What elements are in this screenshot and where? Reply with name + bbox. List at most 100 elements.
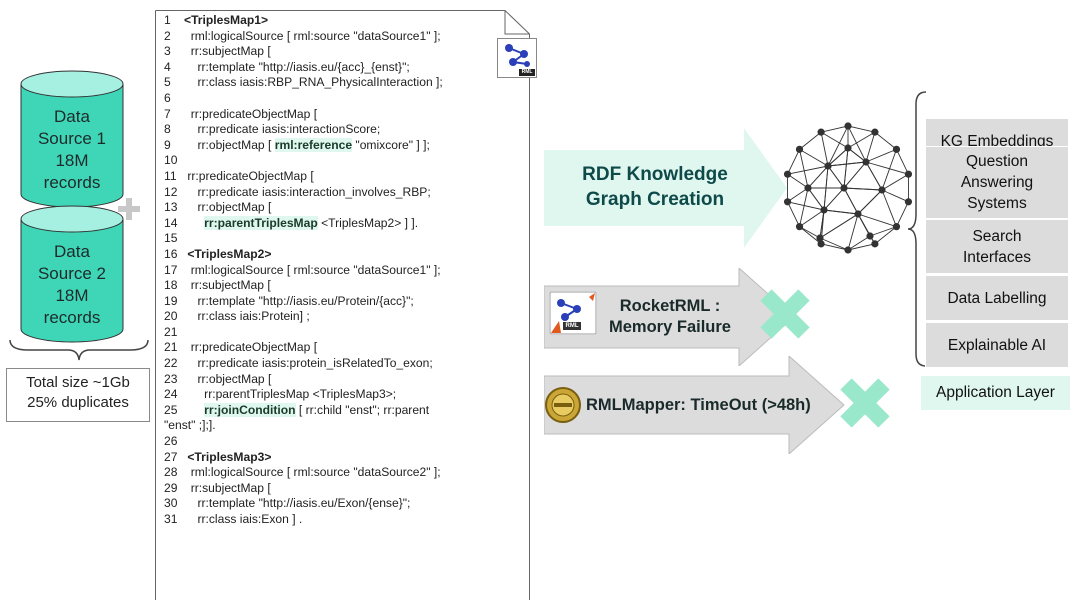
code-line-number: 3 [164,44,171,59]
code-line: 13 rr:objectMap [ [164,200,509,216]
code-text: rml:logicalSource [ rml:source "dataSour… [184,465,441,480]
knowledge-graph-icon [783,122,913,254]
code-text: rr:subjectMap [ [184,44,271,59]
graph-edge [869,226,897,237]
graph-node [892,223,901,231]
code-line-number: 15 [164,231,178,246]
code-line-number: 13 [164,200,178,215]
code-line: 30 rr:template "http://iasis.eu/Exon/{en… [164,496,509,512]
graph-node [871,240,879,248]
rocketrml-arrow [544,268,795,366]
code-text: rr:predicateObjectMap [ [184,168,314,183]
graph-edge [819,237,849,251]
graph-edge [819,209,825,239]
data-source-1-cylinder: Data Source 1 18M records [20,70,124,210]
code-line: 15 [164,231,509,247]
code-line-number: 16 [164,246,178,261]
code-line-number: 17 [164,262,178,277]
graph-edge [807,165,829,189]
code-text: rr:predicateObjectMap [ [184,340,318,355]
code-line: "enst" ;];]. [164,418,509,434]
graph-edge [787,201,825,211]
code-line: 19 rr:template "http://iasis.eu/Protein/… [164,294,509,310]
code-text: rr:objectMap [ [184,371,272,386]
code-text [184,403,204,417]
application-label: Data Labelling [947,289,1047,307]
graph-edge [787,149,800,175]
code-line-number: 25 [164,402,178,417]
application-label: Interfaces [962,248,1032,266]
code-line: 10 [164,153,509,169]
code-line-number: 9 [164,137,171,152]
code-line-number: 28 [164,465,178,480]
code-line: 3 rr:subjectMap [ [164,44,509,60]
mapping-document [155,10,530,600]
code-text: rr:predicate iasis:interactionScore; [184,122,381,137]
code-line-number: 2 [164,28,171,43]
graph-edge [847,235,871,251]
applications-brace [907,91,927,367]
code-keyword-highlight: rr:parentTriplesMap [204,215,318,230]
graph-node [783,198,792,206]
code-keyword-highlight: rml:reference [274,137,353,152]
code-line: 9 rr:objectMap [ rml:reference "omixcore… [164,137,509,154]
graph-edge [847,147,867,163]
graph-edge [881,189,897,227]
code-line-number: 21 [164,324,178,339]
source2-line3: 18M [55,286,89,305]
source1-line4: records [43,173,101,192]
code-line: 16 <TriplesMap2> [164,247,509,263]
graph-node [862,158,870,166]
rocketrml-failure-cross-icon [760,289,810,339]
graph-edge [857,213,897,228]
sources-brace [9,339,149,361]
graph-node [844,122,852,130]
graph-node [904,170,913,178]
source1-line1: Data [54,107,90,126]
rdf-label-line1: RDF Knowledge [582,164,728,185]
code-text: rr:subjectMap [ [184,480,271,495]
graph-node [878,186,886,194]
code-keyword-highlight: rr:joinCondition [204,402,296,417]
code-text: rr:predicate iasis:interaction_involves_… [184,184,431,199]
code-line-number: 21 [164,340,178,355]
code-line: 26 [164,434,509,450]
application-label: Search [972,227,1022,245]
code-text: <TriplesMap1> [184,13,269,27]
code-line-number: 4 [164,59,171,74]
graph-edge [827,161,867,167]
graph-edge [799,131,822,150]
source2-line2: Source 2 [37,264,107,283]
summary-size: Total size ~1Gb [26,374,130,391]
graph-edge [857,189,883,215]
graph-node [892,145,901,153]
graph-node [844,246,852,254]
graph-edge [787,201,800,227]
graph-edge [823,209,859,215]
code-line: 24 rr:parentTriplesMap <TriplesMap3>; [164,387,509,403]
code-text: rr:class iasis:RBP_RNA_PhysicalInteracti… [184,75,443,90]
graph-node [871,128,879,136]
graph-edge [820,131,849,149]
graph-edge [823,187,845,211]
source1-line3: 18M [55,151,89,170]
application-layer-label: Application Layer [921,376,1070,410]
code-line: 28 rml:logicalSource [ rml:source "dataS… [164,465,509,481]
source2-line4: records [43,308,101,327]
graph-edge [874,226,897,245]
application-label: Systems [967,195,1027,212]
rocketrml-label: RocketRML : Memory Failure [600,296,740,338]
graph-node [804,184,812,192]
graph-edge [787,173,809,189]
rml-logo-label: RML [521,69,533,75]
graph-edge [881,189,909,203]
code-line-number: 8 [164,122,171,137]
graph-node [824,162,832,170]
code-line: 2 rml:logicalSource [ rml:source "dataSo… [164,29,509,45]
code-line: 17 rml:logicalSource [ rml:source "dataS… [164,263,509,279]
graph-edge [799,209,825,228]
code-line: 21 [164,325,509,341]
graph-edge [820,243,849,251]
